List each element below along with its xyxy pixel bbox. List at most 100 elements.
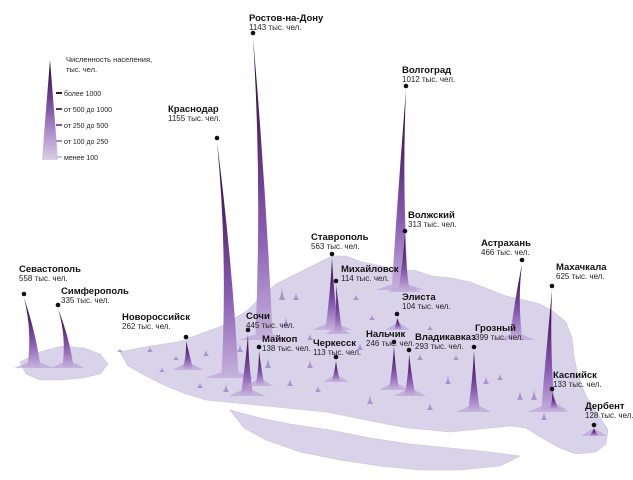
city-population-label: 138 тыс. чел. xyxy=(262,344,311,353)
population-spike xyxy=(325,258,339,330)
settlement-bump xyxy=(279,286,285,300)
population-spike xyxy=(240,334,254,396)
population-spike xyxy=(24,298,41,368)
city-marker xyxy=(256,344,262,350)
settlement-bump xyxy=(369,314,375,320)
city-name-label: Михайловск xyxy=(341,264,399,275)
legend-title-line2: тыс. чел. xyxy=(66,65,97,74)
population-spike xyxy=(540,290,556,412)
city-name-label: Грозный xyxy=(475,323,516,334)
city-marker xyxy=(333,354,339,360)
city-name-label: Черкесск xyxy=(313,338,356,349)
city-marker xyxy=(245,327,251,333)
city-population-label: 262 тыс. чел. xyxy=(122,322,171,331)
settlement-bump xyxy=(531,388,537,400)
settlement-bump xyxy=(417,353,423,360)
population-spike xyxy=(333,285,343,334)
city-population-label: 128 тыс. чел. xyxy=(585,411,633,420)
city-population-label: 114 тыс. чел. xyxy=(341,274,389,283)
city-marker xyxy=(250,30,256,36)
city-marker xyxy=(519,257,525,263)
legend-title-line1: Численность населения, xyxy=(66,55,152,64)
settlement-bump xyxy=(541,411,547,420)
city-population-label: 293 тыс. чел. xyxy=(415,342,464,351)
settlement-bump xyxy=(357,342,363,350)
city-marker xyxy=(549,283,555,289)
city-population-label: 625 тыс. чел. xyxy=(556,272,605,281)
city-name-label: Ростов-на-Дону xyxy=(249,13,324,24)
city-population-label: 1143 тыс. чел. xyxy=(249,23,302,32)
city-marker xyxy=(549,386,555,392)
city-marker xyxy=(329,251,335,257)
settlement-bump xyxy=(315,385,321,392)
city-name-label: Севастополь xyxy=(19,264,81,275)
city-population-label: 466 тыс. чел. xyxy=(481,248,530,257)
settlement-bump xyxy=(427,402,433,410)
city-marker xyxy=(402,228,408,234)
city-marker xyxy=(403,83,409,89)
city-marker xyxy=(471,344,477,350)
legend-category-label: от 500 до 1000 xyxy=(64,107,112,114)
city-population-label: 558 тыс. чел. xyxy=(19,274,68,283)
city-name-label: Новороссийск xyxy=(122,312,190,323)
city-name-label: Дербент xyxy=(585,401,625,412)
city-population-label: 399 тыс. чел. xyxy=(475,333,524,342)
settlement-bump xyxy=(307,359,313,368)
settlement-bump xyxy=(173,355,179,360)
settlement-bump xyxy=(307,333,313,340)
population-spike xyxy=(391,90,409,290)
city-population-label: 335 тыс. чел. xyxy=(61,296,110,305)
population-spike xyxy=(388,346,400,390)
city-name-label: Ставрополь xyxy=(311,232,369,243)
population-spike xyxy=(467,351,481,412)
population-spike xyxy=(182,341,194,370)
city-marker xyxy=(214,135,220,141)
city-population-label: 313 тыс. чел. xyxy=(408,220,457,229)
settlement-bump xyxy=(427,325,433,330)
city-population-label: 445 тыс. чел. xyxy=(246,321,295,330)
settlement-bump xyxy=(265,357,271,368)
city-marker xyxy=(591,422,597,428)
legend-category-label: от 250 до 500 xyxy=(64,123,108,130)
city-spikes xyxy=(14,37,607,436)
city-marker xyxy=(333,278,339,284)
population-spike xyxy=(393,318,403,330)
population-spike xyxy=(253,37,273,340)
population-spike xyxy=(509,264,523,340)
city-population-label: 1012 тыс. чел. xyxy=(402,75,455,84)
minor-settlements xyxy=(117,286,547,420)
city-name-label: Сочи xyxy=(246,311,270,322)
city-marker xyxy=(55,302,61,308)
settlement-bump xyxy=(445,375,451,384)
city-name-label: Краснодар xyxy=(168,104,219,115)
legend: Численность населения, тыс. чел. более 1… xyxy=(42,55,152,162)
city-name-label: Астрахань xyxy=(481,238,531,249)
population-spike xyxy=(217,142,239,378)
city-marker xyxy=(21,291,27,297)
settlement-bump xyxy=(287,378,293,386)
city-marker xyxy=(391,339,397,345)
settlement-bump xyxy=(353,294,359,300)
population-spike xyxy=(404,354,416,396)
city-population-label: 104 тыс. чел. xyxy=(402,302,451,311)
city-name-label: Майкоп xyxy=(262,334,298,345)
city-marker xyxy=(394,311,400,317)
city-population-label: 113 тыс. чел. xyxy=(313,348,361,357)
population-spike xyxy=(398,235,410,292)
settlement-bump xyxy=(517,390,523,400)
settlement-bump xyxy=(497,373,503,380)
settlement-bump xyxy=(283,316,289,326)
city-name-label: Симферополь xyxy=(61,286,129,297)
city-name-label: Каспийск xyxy=(553,370,597,381)
settlement-bump xyxy=(453,354,459,360)
settlement-bump xyxy=(483,376,489,384)
city-population-label: 1155 тыс. чел. xyxy=(168,114,221,123)
legend-category-label: более 1000 xyxy=(64,90,101,98)
terrain-mainland xyxy=(119,255,609,455)
city-population-label: 133 тыс. чел. xyxy=(553,380,602,389)
settlement-bump xyxy=(203,349,209,356)
city-name-label: Махачкала xyxy=(556,262,607,273)
